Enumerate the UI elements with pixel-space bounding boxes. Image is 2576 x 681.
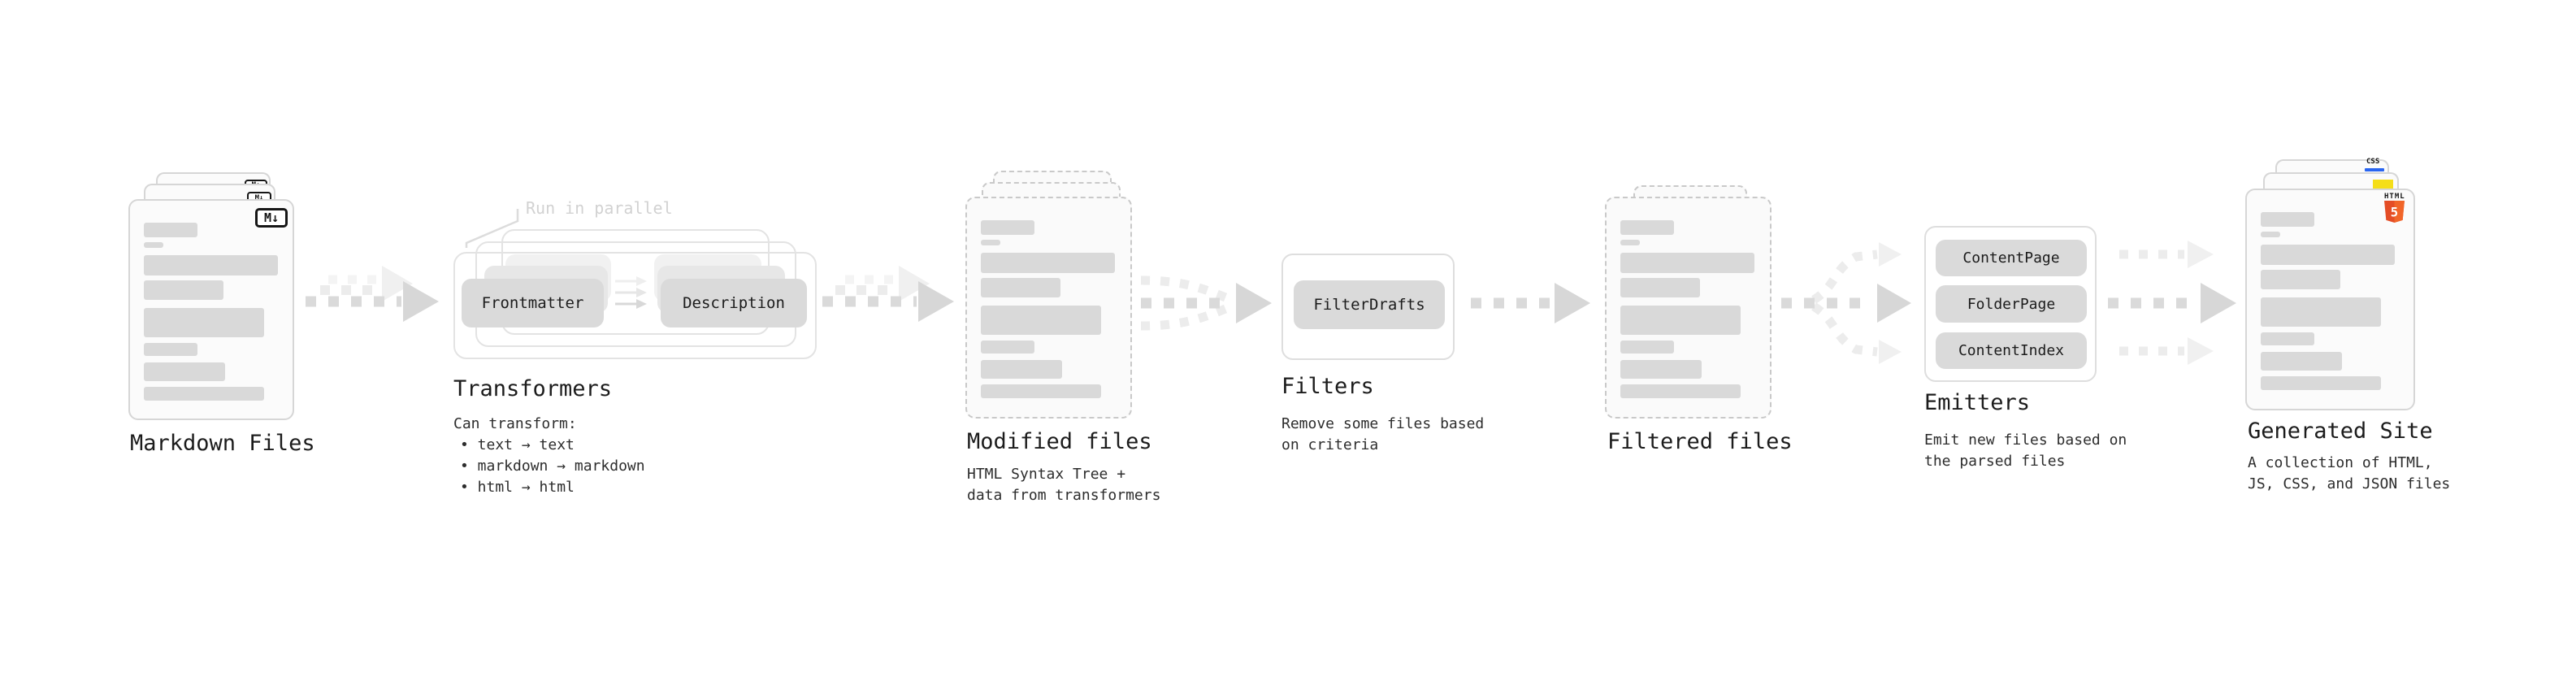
javascript-logo-icon	[2373, 180, 2393, 189]
description-node: Description	[661, 279, 807, 327]
transformers-bullet: • markdown → markdown	[460, 458, 645, 475]
arrow-modified-to-filters	[1140, 275, 1272, 331]
css-logo-icon: CSS	[2366, 158, 2380, 166]
transformers-bullet: • html → html	[460, 479, 575, 496]
text-skeleton-bar	[1620, 384, 1741, 398]
text-skeleton-bar	[2261, 270, 2340, 289]
text-skeleton-bar	[144, 223, 197, 237]
text-skeleton-bar	[2261, 376, 2381, 390]
modified-files-description: HTML Syntax Tree + data from transformer…	[967, 466, 1161, 504]
text-skeleton-bar	[981, 253, 1115, 273]
generated-file-card-front: HTML 5	[2245, 189, 2415, 410]
modified-file-card-front	[965, 197, 1132, 419]
contentpage-node: ContentPage	[1936, 240, 2087, 276]
text-skeleton-bar	[981, 220, 1034, 235]
filterdrafts-node: FilterDrafts	[1294, 280, 1445, 329]
arrow-filtered-to-emitters	[1781, 242, 1911, 364]
text-skeleton-bar	[1620, 240, 1640, 245]
css-logo-icon	[2365, 168, 2384, 171]
transformers-box-front	[453, 252, 817, 359]
transformers-title: Transformers	[453, 376, 613, 401]
text-skeleton-bar	[981, 306, 1101, 335]
text-skeleton-bar	[2261, 352, 2342, 371]
svg-text:5: 5	[2391, 206, 2398, 220]
transformers-description-heading: Can transform:	[453, 415, 577, 432]
text-skeleton-bar	[981, 278, 1060, 297]
text-skeleton-bar	[2261, 245, 2395, 265]
text-skeleton-bar	[981, 340, 1034, 354]
folderpage-node: FolderPage	[1936, 285, 2087, 323]
filtered-files-title: Filtered files	[1607, 429, 1793, 454]
modified-files-title: Modified files	[967, 429, 1152, 454]
emitters-title: Emitters	[1924, 390, 2031, 415]
text-skeleton-bar	[1620, 253, 1754, 273]
html5-logo-icon: 5	[2384, 201, 2405, 223]
text-skeleton-bar	[981, 240, 1000, 245]
frontmatter-node: Frontmatter	[462, 279, 604, 327]
filters-box: FilterDrafts	[1281, 254, 1455, 360]
text-skeleton-bar	[144, 280, 223, 300]
text-skeleton-bar	[2261, 332, 2314, 345]
arrow-markdown-to-transformers	[306, 266, 439, 322]
text-skeleton-bar	[1620, 340, 1674, 354]
text-skeleton-bar	[981, 360, 1062, 379]
text-skeleton-bar	[1620, 220, 1674, 235]
arrow-filters-to-filtered	[1471, 283, 1590, 323]
text-skeleton-bar	[2261, 297, 2381, 327]
html5-logo-icon: HTML	[2384, 193, 2405, 201]
text-skeleton-bar	[1620, 278, 1700, 297]
contentindex-node: ContentIndex	[1936, 332, 2087, 369]
emitters-description: Emit new files based on the parsed files	[1924, 432, 2127, 470]
arrow-emitters-to-generated	[2108, 241, 2236, 365]
text-skeleton-bar	[144, 308, 264, 337]
text-skeleton-bar	[144, 362, 225, 381]
text-skeleton-bar	[2261, 212, 2314, 227]
text-skeleton-bar	[1620, 360, 1702, 379]
text-skeleton-bar	[144, 387, 264, 401]
filtered-file-card-front	[1605, 197, 1772, 419]
emitters-box: ContentPage FolderPage ContentIndex	[1924, 226, 2097, 382]
filters-description: Remove some files based on criteria	[1281, 415, 1485, 453]
generated-site-description: A collection of HTML, JS, CSS, and JSON …	[2248, 454, 2451, 492]
text-skeleton-bar	[144, 343, 197, 356]
text-skeleton-bar	[981, 384, 1101, 398]
markdown-logo-icon: M↓	[255, 208, 288, 228]
transformers-bullet: • text → text	[460, 436, 575, 453]
text-skeleton-bar	[144, 242, 163, 248]
text-skeleton-bar	[1620, 306, 1741, 335]
filters-title: Filters	[1281, 374, 1374, 399]
text-skeleton-bar	[144, 255, 278, 275]
markdown-file-card-front: M↓	[128, 199, 294, 420]
arrow-transformers-to-modified	[822, 266, 954, 322]
generated-site-title: Generated Site	[2248, 419, 2433, 444]
text-skeleton-bar	[2261, 232, 2280, 237]
markdown-files-title: Markdown Files	[130, 431, 315, 456]
run-in-parallel-annotation: Run in parallel	[526, 198, 673, 218]
